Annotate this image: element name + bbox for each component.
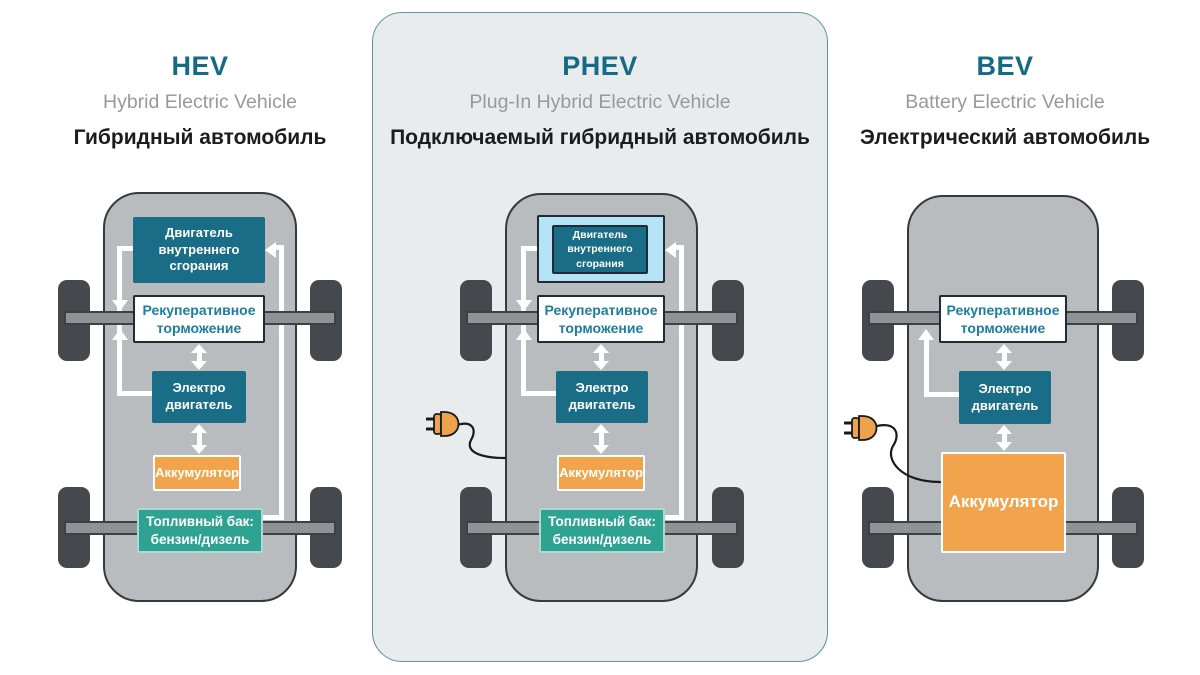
hev-header: HEV Hybrid Electric Vehicle Гибридный ав… [20,51,380,150]
bev-regen-braking-box: Рекуперативное торможение [939,295,1067,343]
bev-charging-cable [871,420,943,486]
bev-header: BEV Battery Electric Vehicle Электрическ… [825,51,1185,150]
hev-regen-braking-box: Рекуперативное торможение [133,295,265,343]
phev-plug-icon [425,408,460,440]
phev-electric-motor-box: Электро двигатель [556,371,648,423]
hev-fuel-tank-box: Топливный бак: бензин/дизель [137,508,263,553]
bev-electric-motor-box: Электро двигатель [959,371,1051,424]
phev-regen-motor-double-arrow [593,344,609,370]
bev-arrow-motor-to-axle [918,329,934,340]
hev-arrow-engine-to-axle [112,300,128,311]
phev-fuel-loop-line [679,245,684,520]
hev-name-en: Hybrid Electric Vehicle [103,90,297,113]
phev-motor-to-axle-line [521,391,557,396]
phev-fuel-loop-bottom-stub [665,515,679,520]
hev-motor-battery-double-arrow [191,424,207,454]
hev-fuel-loop-bottom-stub [263,515,284,520]
phev-abbr: PHEV [562,51,638,81]
hev-name-ru: Гибридный автомобиль [73,125,327,149]
phev-header: PHEV Plug-In Hybrid Electric Vehicle Под… [390,51,810,150]
hev-motor-to-axle-line [117,391,153,396]
bev-name-en: Battery Electric Vehicle [905,90,1105,113]
phev-regen-braking-box: Рекуперативное торможение [537,295,665,343]
phev-name-en: Plug-In Hybrid Electric Vehicle [469,90,731,113]
phev-engine-to-axle-line [521,246,537,251]
bev-left-loop-line [924,338,929,397]
hev-engine-box: Двигатель внутреннего сгорания [133,217,265,283]
phev-arrow-engine-to-axle [516,300,532,311]
phev-name-ru: Подключаемый гибридный автомобиль [390,125,810,149]
hev-electric-motor-box: Электро двигатель [152,371,246,423]
hev-arrow-fuel-to-engine [265,242,276,258]
phev-charging-cable [455,420,507,462]
bev-battery-box: Аккумулятор [941,452,1066,553]
phev-battery-box: Аккумулятор [557,455,645,491]
bev-abbr: BEV [976,51,1034,81]
phev-motor-battery-double-arrow [593,424,609,454]
hev-arrow-motor-to-axle [112,329,128,340]
phev-engine-box: Двигатель внутреннего сгорания [552,225,648,274]
hev-engine-to-axle-line [117,246,134,251]
phev-arrow-fuel-to-engine [665,242,676,258]
hev-battery-box: Аккумулятор [153,455,241,491]
hev-regen-motor-double-arrow [191,344,207,370]
hev-fuel-loop-line [279,245,284,520]
phev-arrow-motor-to-axle [516,329,532,340]
bev-motor-battery-double-arrow [996,425,1012,451]
bev-name-ru: Электрический автомобиль [859,125,1151,149]
bev-plug-icon [843,412,878,444]
hev-abbr: HEV [171,51,229,81]
phev-fuel-tank-box: Топливный бак: бензин/дизель [539,508,665,553]
bev-motor-to-axle-line [924,392,960,397]
bev-regen-motor-double-arrow [996,344,1012,370]
